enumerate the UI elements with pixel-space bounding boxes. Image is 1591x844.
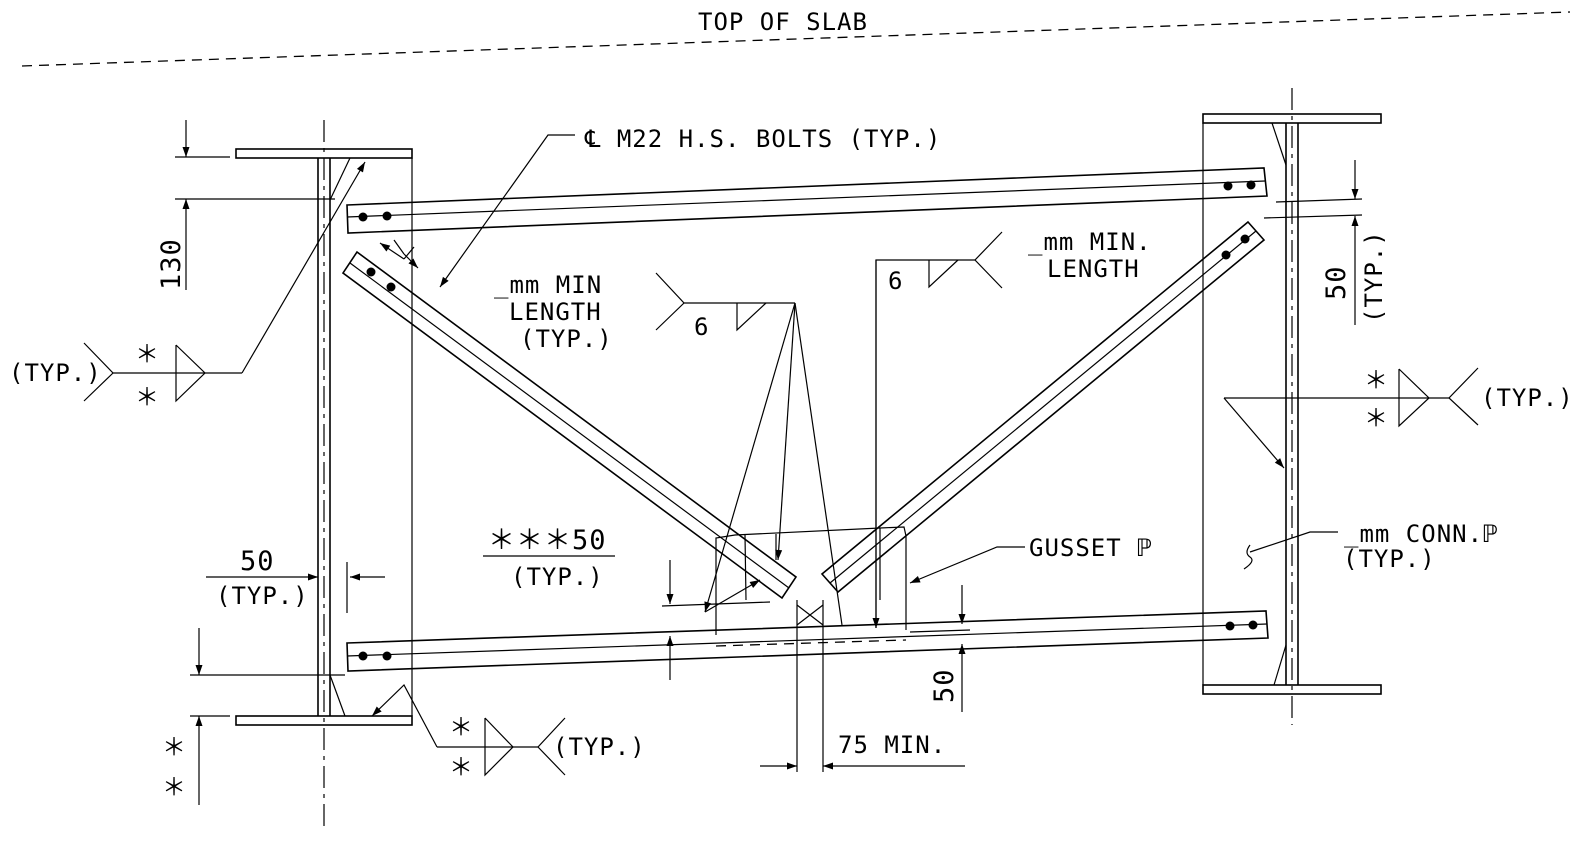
typ-left: (TYP.) bbox=[9, 359, 102, 387]
left-diagonal bbox=[341, 250, 798, 600]
gusset-label: GUSSET ℙ bbox=[1029, 534, 1153, 562]
min-length-right-2: LENGTH bbox=[1047, 255, 1140, 283]
typ-right: (TYP.) bbox=[1481, 384, 1574, 412]
weld-symbol-web-right bbox=[1223, 367, 1479, 469]
bolts-label: ℄ M22 H.S. BOLTS (TYP.) bbox=[584, 125, 941, 153]
min-length-left-3: (TYP.) bbox=[520, 325, 613, 353]
gusset-callout bbox=[909, 546, 1025, 584]
weld-note-typ: (TYP.) bbox=[511, 563, 604, 591]
top-of-slab-line bbox=[21, 11, 1571, 67]
weld-size-right: 6 bbox=[888, 267, 903, 295]
min-length-right-1: _mm MIN. bbox=[1028, 228, 1152, 256]
dimension-50-left bbox=[206, 562, 385, 613]
min-length-left-2: LENGTH bbox=[509, 298, 602, 326]
dim-50-right-typ: (TYP.) bbox=[1360, 230, 1388, 323]
weld-size-left: 6 bbox=[694, 313, 709, 341]
weld-note bbox=[483, 555, 771, 680]
weld-note-label: ＊＊＊50 bbox=[488, 525, 607, 556]
bolt-callout bbox=[379, 134, 575, 288]
conn-plate-callout bbox=[1243, 531, 1338, 570]
top-of-slab-label: TOP OF SLAB bbox=[698, 8, 868, 36]
dimension-50-right bbox=[1263, 160, 1363, 325]
typ-bottom: (TYP.) bbox=[553, 733, 646, 761]
top-strut bbox=[346, 167, 1268, 234]
dim-50-bottom-label: 50 bbox=[929, 668, 960, 703]
conn-pl-label-1: _mm CONN.ℙ bbox=[1344, 520, 1499, 548]
dim-75-label: 75 MIN. bbox=[838, 731, 946, 759]
star-bottom-2: ＊ bbox=[449, 753, 474, 781]
star-left-bottom: ＊ bbox=[135, 383, 160, 411]
star-left-top: ＊ bbox=[135, 340, 160, 368]
left-girder bbox=[235, 120, 413, 830]
gusset-plate bbox=[715, 526, 907, 772]
right-diagonal bbox=[820, 220, 1266, 594]
bottom-strut bbox=[346, 610, 1269, 672]
dimension-bottom-left bbox=[190, 628, 345, 805]
weld-symbol-right bbox=[872, 231, 1003, 628]
dimension-130 bbox=[175, 120, 335, 290]
dim-50-left-typ: (TYP.) bbox=[216, 582, 309, 610]
weld-symbol-bottom bbox=[371, 684, 566, 777]
dimension-50-bottom bbox=[909, 585, 971, 712]
weld-symbol-web-left bbox=[83, 161, 366, 403]
star-bottom-1: ＊ bbox=[449, 713, 474, 741]
conn-pl-label-2: (TYP.) bbox=[1343, 545, 1436, 573]
dim-130-label: 130 bbox=[156, 238, 187, 290]
star-right-bottom: ＊ bbox=[1364, 404, 1389, 432]
star-bottom-left-2: ＊ bbox=[162, 773, 187, 801]
star-bottom-left-1: ＊ bbox=[162, 733, 187, 761]
min-length-left-1: _mm MIN bbox=[494, 271, 602, 299]
dim-50-left-label: 50 bbox=[240, 546, 275, 577]
weld-symbol-left bbox=[655, 272, 843, 626]
dim-50-right-label: 50 bbox=[1321, 265, 1352, 300]
star-right-top: ＊ bbox=[1364, 366, 1389, 394]
